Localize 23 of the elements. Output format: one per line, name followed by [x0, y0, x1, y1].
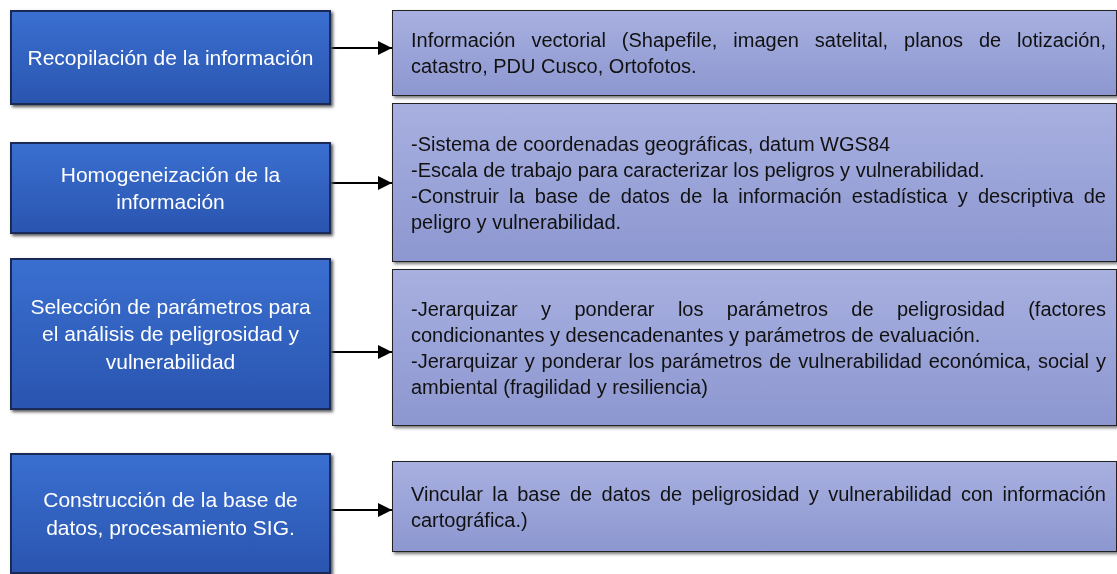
step-title: Recopilación de la información — [26, 44, 315, 71]
arrow — [330, 41, 393, 55]
description-text: -Sistema de coordenadas geográficas, datum WGS84 — [411, 131, 892, 157]
description-text: -Jerarquizar y ponderar los parámetros de peligrosidad (factores condicionantes y desencadenantes y parámetros de evaluación. — [411, 296, 1106, 348]
step-title: Homogeneización de la información — [59, 161, 282, 215]
step-title: Selección de parámetros para el análisis de peligrosidad y vulnerabilidad — [29, 294, 312, 375]
description-text: -Jerarquizar y ponderar los parámetros de vulnerabilidad económica, social y ambiental (fragilidad y resiliencia) — [411, 348, 1106, 400]
description-box — [392, 10, 1117, 96]
description-text: -Escala de trabajo para caracterizar los peligros y vulnerabilidad. — [411, 157, 986, 183]
description-text: -Construir la base de datos de la información estadística y descriptiva de peligro y vulnerabilidad. — [411, 183, 1106, 235]
step-title: Construcción de la base de datos, procesamiento SIG. — [42, 487, 299, 541]
step-box — [10, 142, 331, 234]
arrow — [330, 176, 393, 190]
description-text: Vincular la base de datos de peligrosidad y vulnerabilidad con información cartográfica.) — [411, 481, 1106, 533]
arrow — [330, 503, 393, 517]
arrow — [330, 345, 393, 359]
step-box — [10, 453, 331, 574]
description-box — [392, 103, 1117, 262]
description-box — [392, 461, 1117, 552]
description-box — [392, 269, 1117, 426]
step-box — [10, 258, 331, 410]
step-box — [10, 10, 331, 105]
description-text: Información vectorial (Shapefile, imagen satelital, planos de lotización, catastro, PDU Cusco, Ortofotos. — [411, 28, 1106, 79]
